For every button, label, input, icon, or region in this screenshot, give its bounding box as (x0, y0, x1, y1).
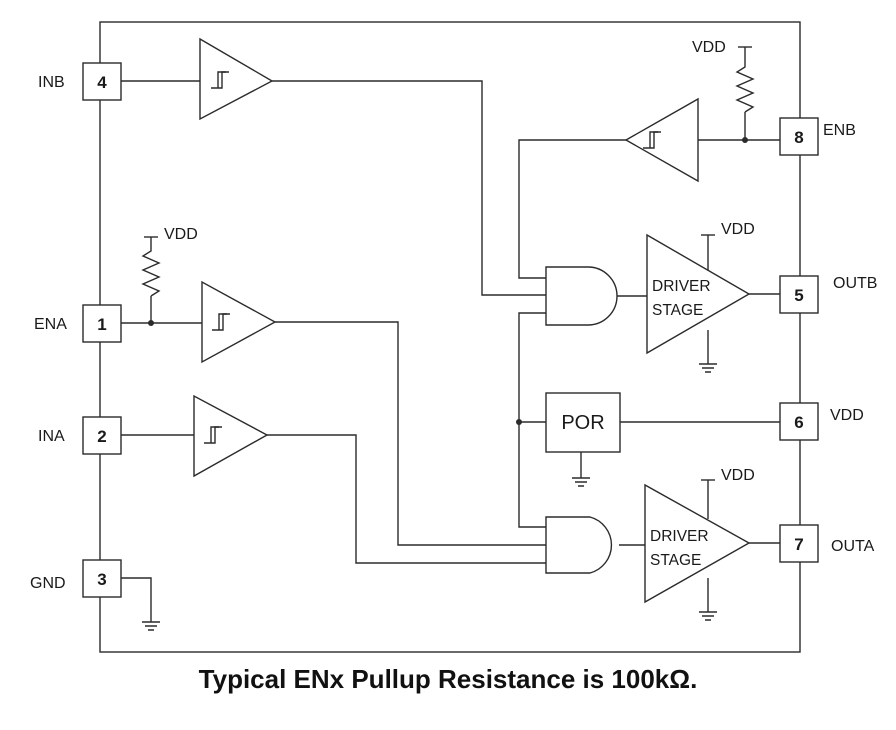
driver-stage-a: VDD DRIVER STAGE (644, 467, 755, 621)
schmitt-buffer-ena (201, 280, 277, 364)
and-gate-b (545, 266, 618, 326)
block-diagram: VDD VDD VDD DRIVER STAGE (30, 21, 877, 653)
pin-5-label: OUTB (833, 275, 877, 292)
pin-6-label: VDD (830, 407, 864, 424)
pin-2-number: 2 (97, 427, 106, 446)
pin-1-label: ENA (34, 316, 67, 333)
pin-4-number: 4 (97, 73, 107, 92)
pin-8-label: ENB (823, 122, 856, 139)
schmitt-buffer-ina (193, 394, 269, 478)
pin-2-label: INA (38, 428, 65, 445)
driver-a-vdd-label: VDD (721, 467, 755, 484)
pin-7-outa: 7 OUTA (779, 524, 875, 563)
pin-7-number: 7 (794, 535, 803, 554)
driver-a-line2: STAGE (650, 552, 701, 569)
driver-stage-b: VDD DRIVER STAGE (646, 221, 755, 373)
pin-3-gnd: 3 GND (30, 559, 122, 598)
pin-5-number: 5 (794, 286, 803, 305)
pin-1-ena: 1 ENA (34, 304, 122, 343)
and-gate-a (545, 516, 613, 574)
driver-b-line1: DRIVER (652, 278, 711, 295)
gnd-pin-ground-symbol (121, 577, 160, 631)
driver-a-line1: DRIVER (650, 528, 709, 545)
por-label: POR (561, 412, 604, 434)
schmitt-buffer-enb (624, 97, 699, 183)
enb-vdd-label: VDD (692, 39, 726, 56)
pin-6-vdd: 6 VDD (779, 402, 864, 441)
pin-3-label: GND (30, 575, 66, 592)
pin-4-inb: 4 INB (38, 62, 122, 101)
driver-b-vdd-label: VDD (721, 221, 755, 238)
pin-5-outb: 5 OUTB (779, 275, 877, 314)
diagram-caption: Typical ENx Pullup Resistance is 100kΩ. (198, 664, 698, 694)
pin-4-label: INB (38, 74, 65, 91)
schmitt-buffer-inb (199, 37, 274, 121)
ena-vdd-label: VDD (164, 226, 198, 243)
wires (121, 80, 780, 564)
pin-2-ina: 2 INA (38, 416, 122, 455)
pin-7-label: OUTA (831, 538, 875, 555)
ena-pullup-resistor: VDD (141, 226, 198, 297)
enb-pullup-resistor: VDD (692, 39, 755, 113)
junction-dot-por (516, 419, 522, 425)
pin-6-number: 6 (794, 413, 803, 432)
junction-dot-enb (742, 137, 748, 143)
pin-3-number: 3 (97, 570, 106, 589)
pin-8-number: 8 (794, 128, 803, 147)
driver-b-line2: STAGE (652, 302, 703, 319)
pin-1-number: 1 (97, 315, 106, 334)
pin-8-enb: 8 ENB (779, 117, 856, 156)
por-block: POR (545, 392, 621, 487)
junction-dot-ena (148, 320, 154, 326)
